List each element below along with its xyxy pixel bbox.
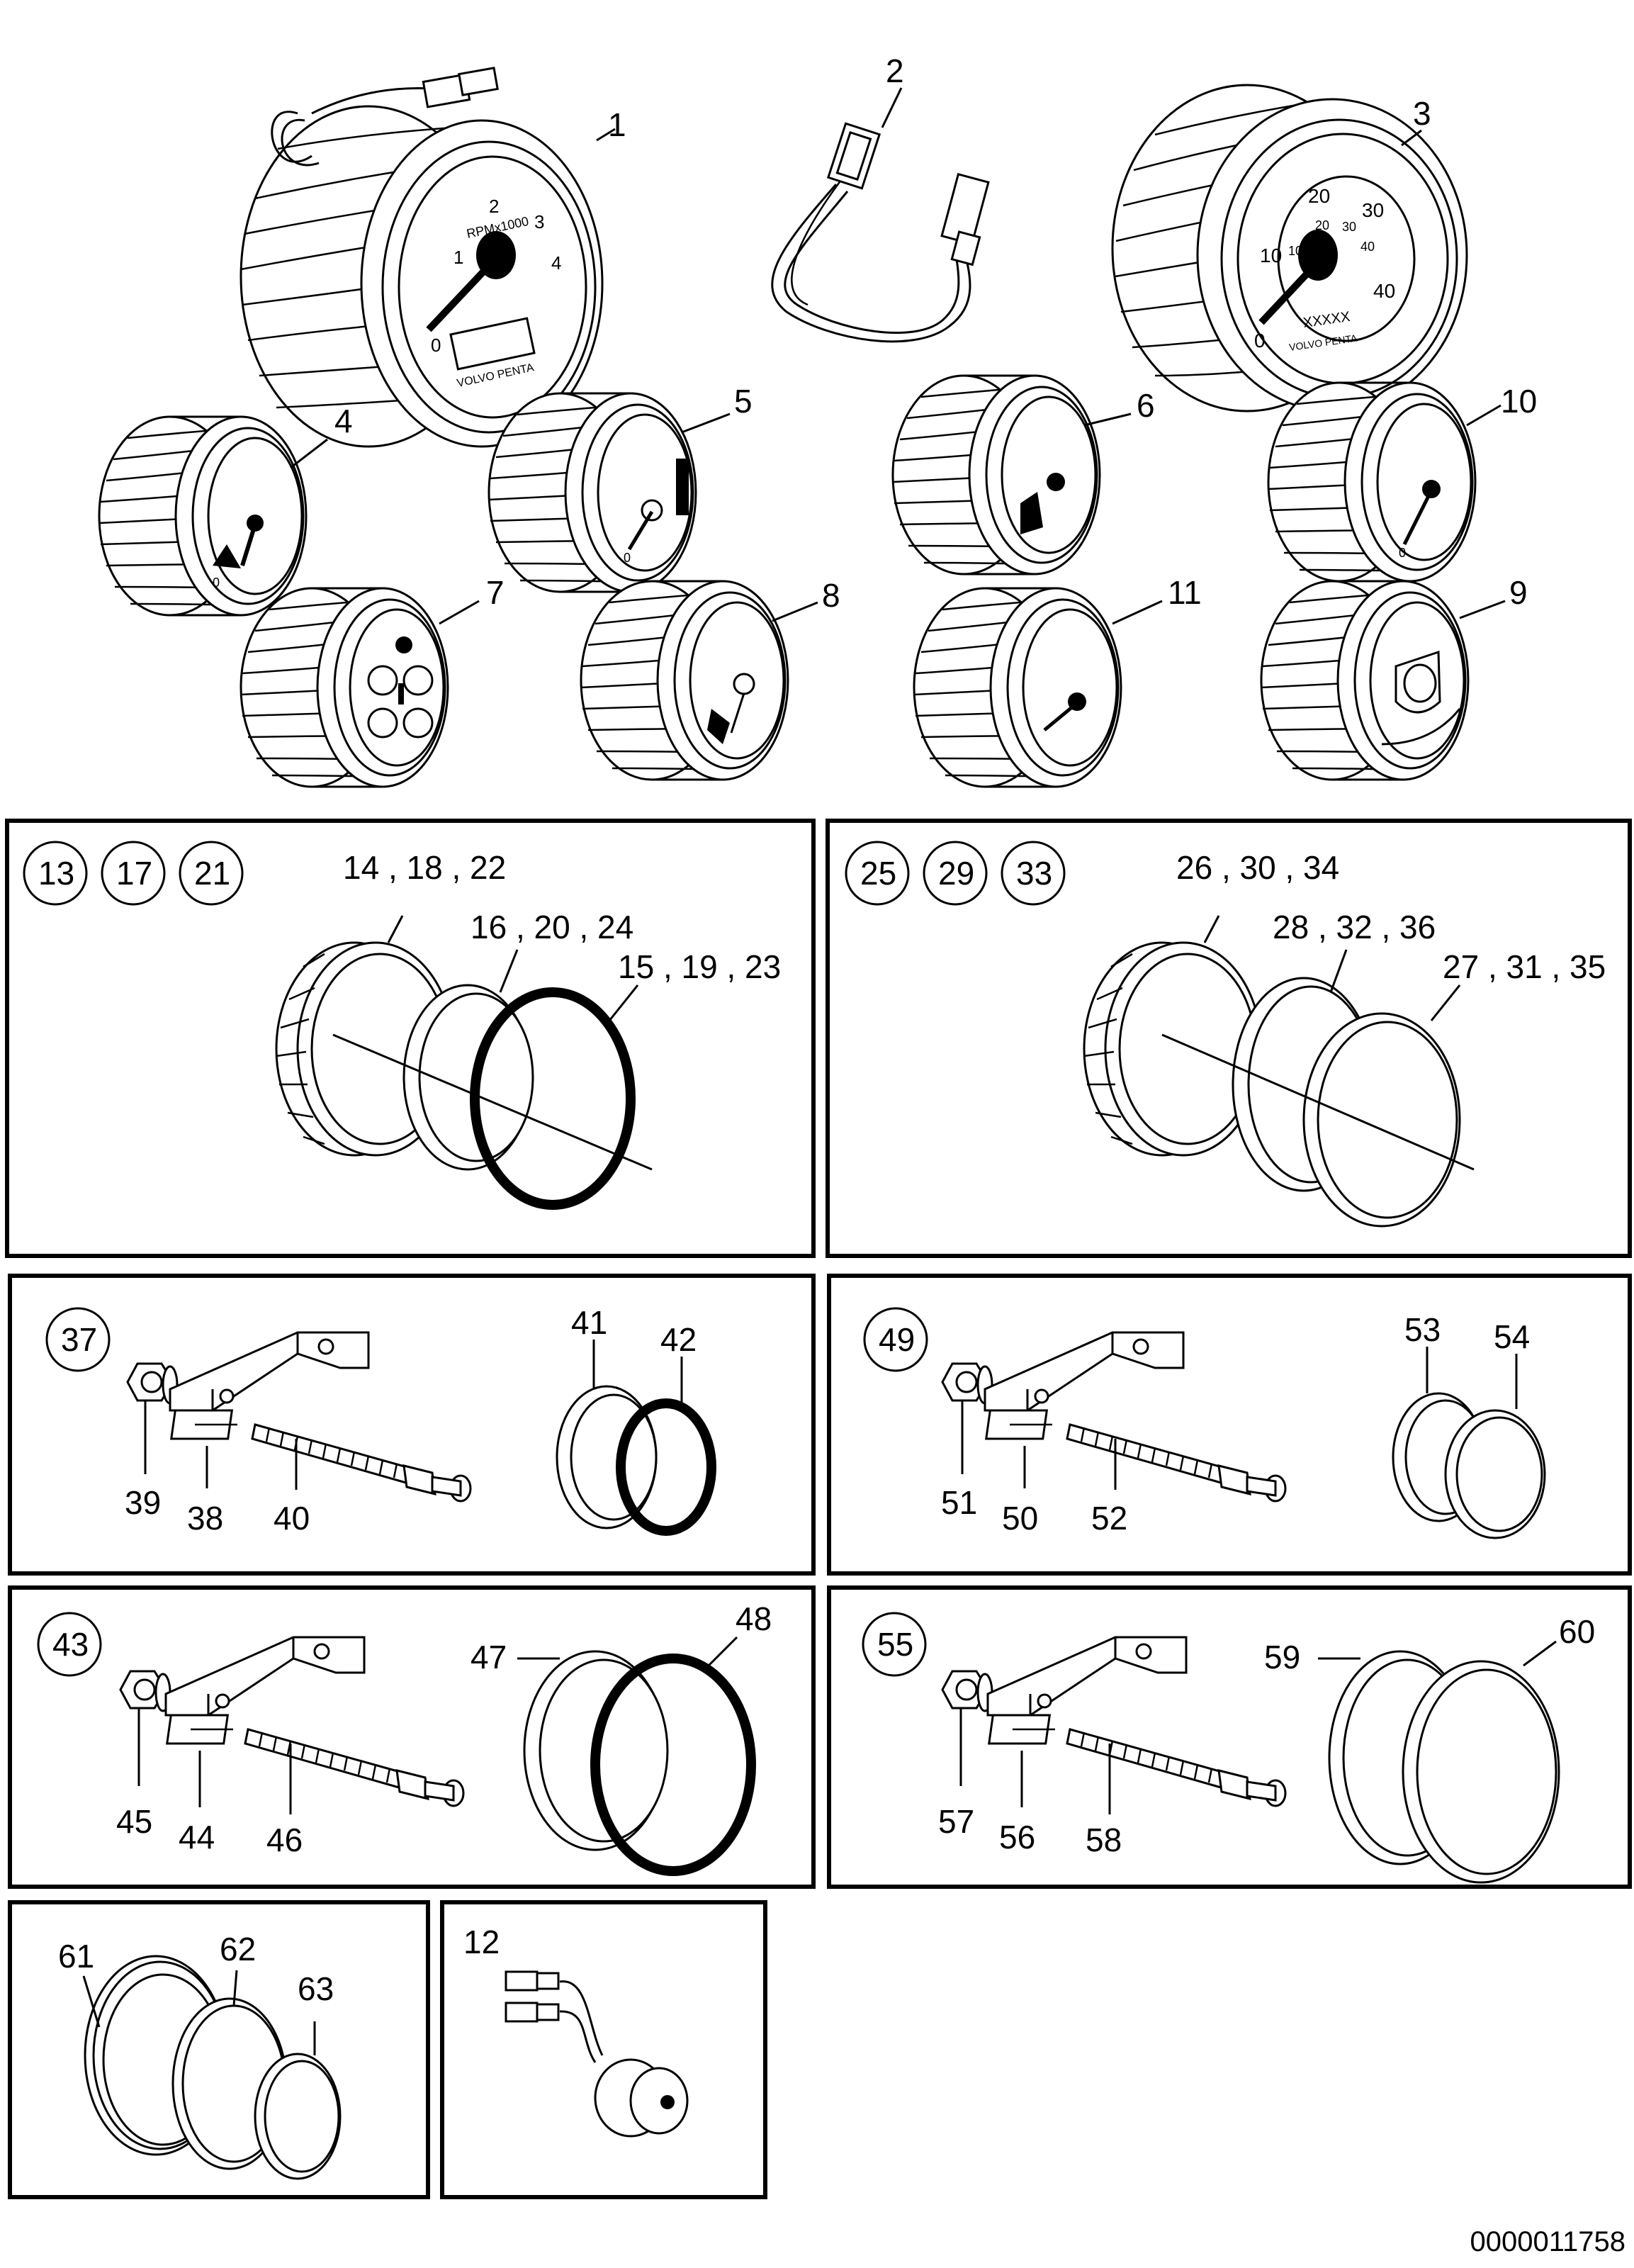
- gauge-10-zero: 0: [1399, 546, 1406, 560]
- panel-6-label-60: 60: [1559, 1613, 1595, 1650]
- gauge-6: [891, 374, 1101, 576]
- speedo-inner-twenty: 20: [1315, 218, 1329, 232]
- panel-5-label-46: 46: [266, 1821, 303, 1858]
- bracket-panel-55: 55 57 56 58 59 60: [827, 1585, 1632, 1889]
- speedo-inner-forty: 40: [1360, 240, 1375, 254]
- panel-1-key-a: 13: [38, 855, 74, 892]
- panel-3-key: 37: [61, 1321, 97, 1358]
- panel-5-label-44: 44: [179, 1819, 215, 1856]
- tacho-four-label: 4: [551, 252, 561, 274]
- cable-harness: [771, 122, 990, 343]
- panel-6-label-56: 56: [999, 1819, 1035, 1856]
- panel-3-label-40: 40: [274, 1500, 310, 1537]
- panel-6-label-58: 58: [1086, 1821, 1122, 1858]
- bezel-panel-2: 25 29 33 26 , 30 , 34 28 , 32 , 36 27 , …: [826, 819, 1632, 1258]
- panel-1-key-c: 21: [194, 855, 230, 892]
- gauge-5-zero: 0: [624, 551, 631, 565]
- bracket-panel-37: 37 39 38 40 41 42: [8, 1274, 816, 1576]
- gauge-9: [1260, 580, 1470, 781]
- panel-8-label-12: 12: [463, 1924, 500, 1960]
- panel-5-label-47: 47: [471, 1639, 507, 1675]
- panel-3-label-41: 41: [571, 1304, 607, 1341]
- speedo-thirty-label: 30: [1362, 199, 1384, 221]
- panel-1-label-b: 16 , 20 , 24: [471, 909, 633, 945]
- gauge-label-7: 7: [486, 574, 505, 611]
- tacho-zero-label: 0: [431, 335, 441, 356]
- panel-3-label-39: 39: [125, 1484, 161, 1521]
- panel-2-key-c: 33: [1016, 855, 1052, 892]
- panel-7-label-63: 63: [298, 1970, 334, 2007]
- bracket-panel-43: 43 45 44 46 47 48: [8, 1585, 816, 1889]
- gauge-label-9: 9: [1509, 574, 1528, 611]
- gauge-label-6: 6: [1137, 387, 1155, 424]
- gauge-label-2: 2: [886, 52, 904, 89]
- panel-2-label-b: 28 , 32 , 36: [1273, 909, 1436, 945]
- gauge-10: 0: [1267, 381, 1477, 583]
- panel-4-label-50: 50: [1002, 1500, 1038, 1537]
- panel-5-label-48: 48: [736, 1600, 772, 1637]
- gauge-label-5: 5: [734, 383, 753, 420]
- gauge-label-3: 3: [1413, 95, 1431, 132]
- drawing-id: 0000011758: [1470, 2226, 1626, 2257]
- panel-1-label-c: 15 , 19 , 23: [618, 948, 781, 985]
- bracket-panel-49: 49 51 50 52 53 54: [827, 1274, 1632, 1576]
- panel-6-key: 55: [877, 1626, 913, 1663]
- gauge-8: [580, 580, 789, 781]
- gauge-label-4: 4: [334, 403, 353, 439]
- gauge-11: [913, 587, 1122, 788]
- panel-3-label-42: 42: [660, 1321, 697, 1358]
- speedo-inner-thirty: 30: [1342, 220, 1356, 234]
- panel-4-key: 49: [879, 1321, 915, 1358]
- speedo-inner-ten: 10: [1288, 244, 1302, 258]
- panel-4-label-54: 54: [1494, 1318, 1530, 1355]
- panel-6-label-59: 59: [1264, 1639, 1300, 1675]
- speedo-twenty-label: 20: [1308, 185, 1330, 207]
- gauge-label-8: 8: [822, 577, 840, 614]
- panel-2-key-b: 29: [938, 855, 974, 892]
- panel-5-label-45: 45: [116, 1803, 152, 1840]
- gauge-7: [240, 587, 449, 788]
- panel-2-label-a: 26 , 30 , 34: [1176, 849, 1339, 886]
- tacho-three-label: 3: [534, 211, 544, 232]
- panel-4-label-52: 52: [1091, 1500, 1127, 1537]
- speedo-ten-label: 10: [1260, 245, 1282, 266]
- gauge-label-1: 1: [608, 106, 626, 143]
- gauge-4-zero: 0: [213, 576, 220, 590]
- gauge-label-10: 10: [1501, 383, 1537, 420]
- tacho-two-label: 2: [489, 196, 499, 217]
- gauge-5: 0: [488, 392, 697, 593]
- panel-2-key-a: 25: [860, 855, 896, 892]
- speedo-forty-label: 40: [1373, 280, 1395, 302]
- speedometer-gauge: 0 10 20 30 40 10 20 30 40 XXXXX VOLVO PE…: [1111, 84, 1468, 412]
- speedo-zero-label: 0: [1254, 330, 1266, 352]
- gauge-4: 0: [98, 415, 308, 617]
- tacho-one-label: 1: [453, 247, 463, 268]
- tachometer-gauge: 0 1 2 3 4 RPMx1000 VOLVO PENTA: [240, 67, 604, 448]
- panel-7-label-61: 61: [58, 1938, 94, 1975]
- panel-1-key-b: 17: [116, 855, 152, 892]
- seal-ring-panel: 61 62 63: [8, 1900, 430, 2199]
- sender-panel: 12: [440, 1900, 767, 2199]
- panel-5-key: 43: [52, 1626, 89, 1663]
- gauge-labels: 1 2 3 4 5 6 10 7 8 11 9: [290, 52, 1537, 625]
- panel-1-label-a: 14 , 18 , 22: [343, 849, 506, 886]
- panel-2-label-c: 27 , 31 , 35: [1443, 948, 1606, 985]
- panel-7-label-62: 62: [220, 1931, 256, 1967]
- bezel-panel-1: 13 17 21 14 , 18 , 22 16 , 20 , 24 15 , …: [5, 819, 816, 1258]
- panel-4-label-53: 53: [1404, 1311, 1441, 1348]
- panel-6-label-57: 57: [938, 1803, 974, 1840]
- gauge-label-11: 11: [1168, 574, 1202, 611]
- panel-4-label-51: 51: [941, 1484, 977, 1521]
- panel-3-label-38: 38: [187, 1500, 223, 1537]
